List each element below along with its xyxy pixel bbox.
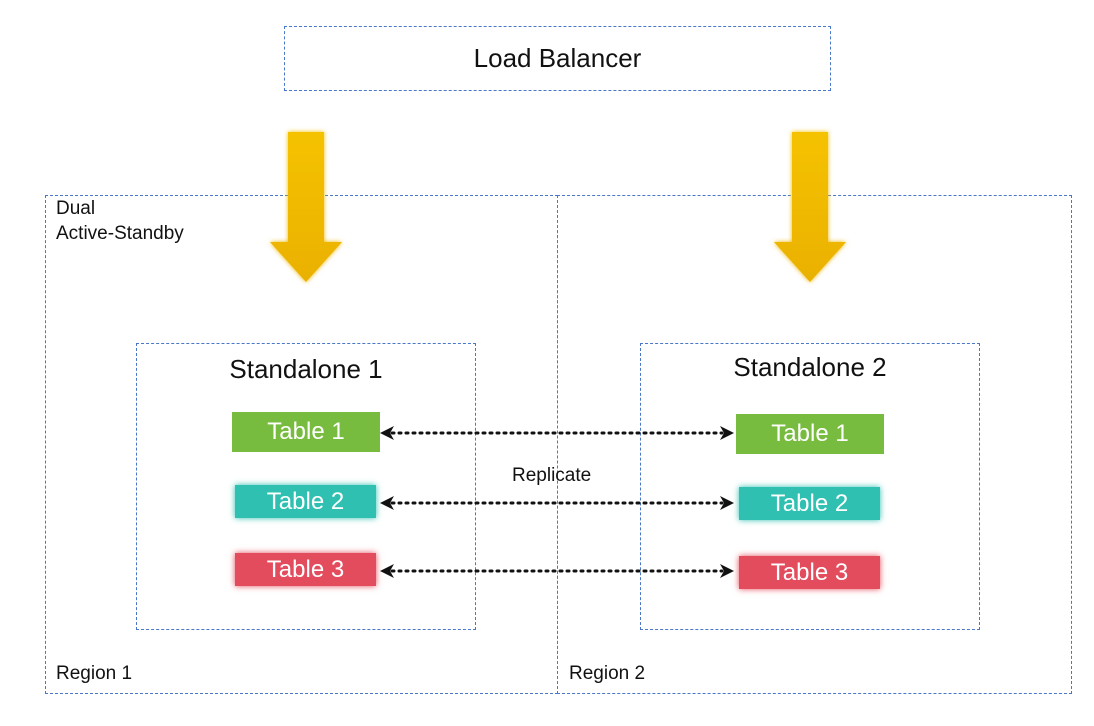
arrowhead-left-2 (380, 496, 394, 510)
standalone-2-title: Standalone 2 (733, 352, 887, 382)
arrowhead-left-1 (380, 426, 394, 440)
replicate-label: Replicate (512, 465, 592, 486)
region-2-label: Region 2 (569, 663, 646, 684)
standalone-1-table-2: Table 2 (235, 485, 376, 518)
arrowhead-right-3 (720, 564, 734, 578)
standalone-1-table-1: Table 1 (232, 412, 380, 452)
standalone-2-box: Standalone 2 (640, 343, 980, 630)
arrowhead-right-2 (720, 496, 734, 510)
arrowhead-right-1 (720, 426, 734, 440)
diagram-title-line2: Active-Standby (56, 223, 184, 244)
down-arrow-icon-left (270, 132, 342, 282)
standalone-2-table-3: Table 3 (739, 556, 880, 589)
standalone-1-title: Standalone 1 (229, 354, 383, 384)
standalone-2-table-2: Table 2 (739, 487, 880, 520)
standalone-1-table-3: Table 3 (235, 553, 376, 586)
standalone-2-table-1: Table 1 (736, 414, 884, 454)
standalone-1-box: Standalone 1 (136, 343, 476, 630)
region-1-label: Region 1 (56, 663, 133, 684)
diagram-title-line1: Dual (56, 198, 96, 219)
arrowhead-left-3 (380, 564, 394, 578)
load-balancer-label: Load Balancer (473, 43, 642, 73)
load-balancer-box: Load Balancer (284, 26, 831, 91)
diagram-title: Dual Active-Standby (56, 196, 184, 246)
down-arrow-icon-right (774, 132, 846, 282)
